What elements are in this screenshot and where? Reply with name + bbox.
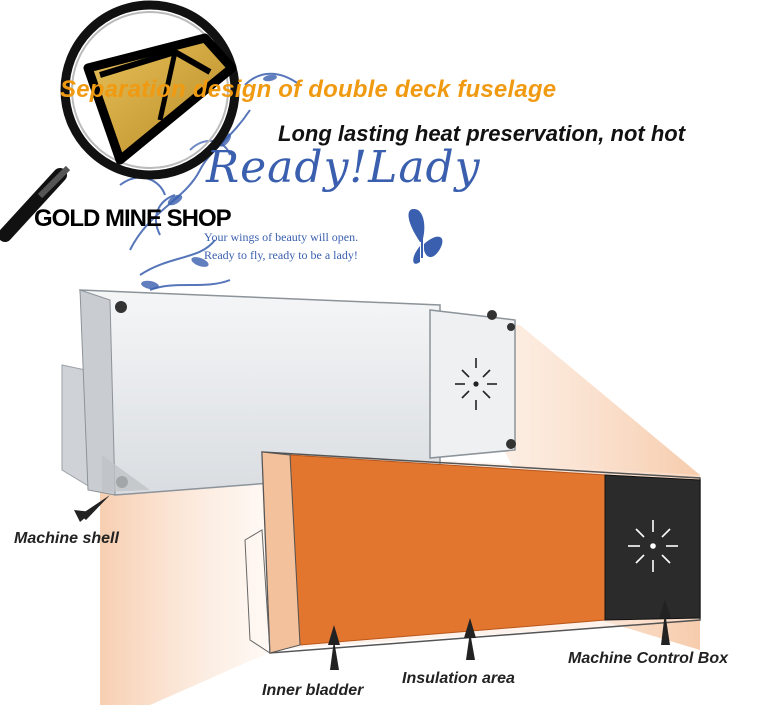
watermark-tagline-1: Your wings of beauty will open. [204, 230, 359, 244]
shop-name: GOLD MINE SHOP [34, 205, 232, 232]
subheadline: Long lasting heat preservation, not hot [278, 121, 686, 146]
headline: Separation design of double deck fuselag… [60, 76, 557, 103]
fan-vent-icon [455, 358, 497, 410]
gold-bar-icon [83, 33, 237, 165]
butterfly-icon [408, 209, 443, 264]
label-machine-control-box: Machine Control Box [568, 650, 729, 667]
pointer-arrows [74, 495, 671, 670]
label-insulation-area: Insulation area [402, 670, 515, 687]
watermark-tagline-2: Ready to fly, ready to be a lady! [204, 248, 358, 262]
watermark-title: Ready!Lady [206, 142, 481, 193]
machine-shell [61, 289, 516, 496]
control-box-vent-icon [628, 520, 678, 572]
inner-bladder-unit [244, 451, 701, 654]
label-inner-bladder: Inner bladder [262, 682, 364, 699]
label-machine-shell: Machine shell [14, 530, 119, 547]
